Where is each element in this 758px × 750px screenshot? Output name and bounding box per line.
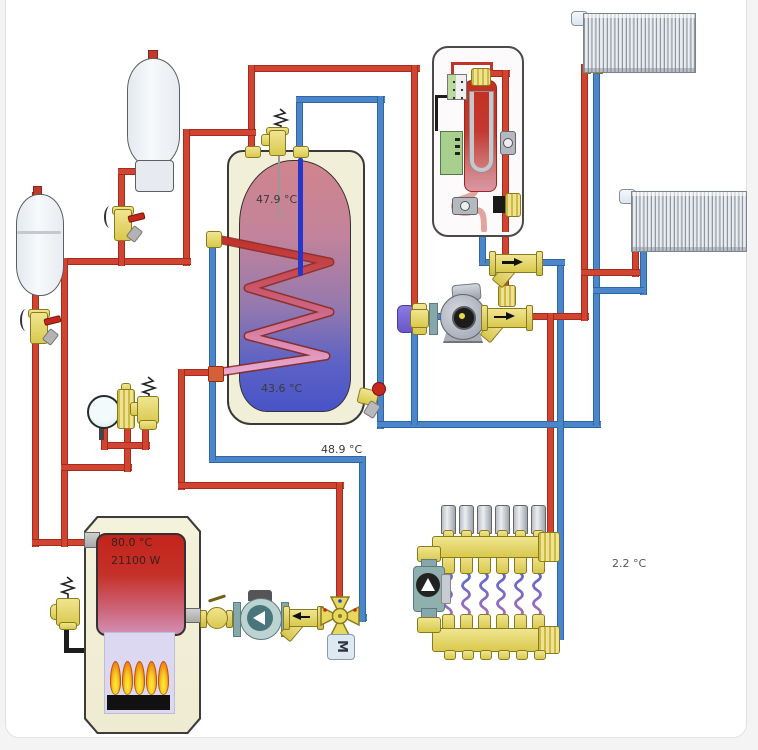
wire-black-icon (435, 95, 438, 131)
wire-red-icon (490, 62, 493, 71)
tank-bottom-temp-label: 43.6 °C (261, 382, 303, 395)
pump-cap-icon (248, 590, 272, 601)
valve-handle-icon (493, 196, 506, 213)
pump-hub-icon (459, 313, 465, 319)
sensor-icon (452, 197, 478, 215)
spring-icon (272, 108, 290, 130)
mixer-actuator-label: M (333, 640, 349, 653)
outdoor-temp-label: 2.2 °C (612, 557, 647, 570)
vessel-seam (17, 231, 61, 234)
pump-bracket-icon (441, 574, 451, 604)
red-handwheel-icon (372, 382, 386, 396)
cold-dip-tube-icon (298, 158, 303, 276)
spring-icon (59, 576, 77, 598)
burner-bar-icon (107, 695, 170, 710)
pump-direction-icon (253, 611, 265, 625)
sensor-icon (500, 131, 516, 155)
manifold-return-bar (432, 628, 542, 652)
wire-red-icon (451, 62, 454, 75)
flow-arrow-icon (292, 612, 301, 620)
heating-element-icon (470, 92, 493, 172)
flow-arrow-icon (514, 258, 523, 266)
combustion-chamber (96, 533, 186, 636)
terminal-block-icon (447, 74, 467, 100)
wire-red-icon (451, 62, 493, 65)
boiler-power-label: 21100 W (111, 554, 161, 567)
pump-direction-icon (421, 578, 435, 591)
manifold-supply-bar (432, 536, 542, 558)
tank-top-temp-label: 47.9 °C (256, 193, 298, 206)
mixer-actuator-box: M (327, 634, 355, 660)
controller-pcb-icon (440, 131, 463, 175)
spring-icon (140, 376, 158, 398)
flow-arrow-icon (506, 312, 515, 320)
return-temp-label: 48.9 °C (321, 443, 363, 456)
wire-black-icon (435, 95, 449, 98)
temperature-sensor-rod-icon (278, 156, 280, 218)
floor-loops-icon (443, 572, 542, 632)
boiler-temp-label: 80.0 °C (111, 536, 153, 549)
tank-heat-exchanger-coil (210, 233, 335, 378)
